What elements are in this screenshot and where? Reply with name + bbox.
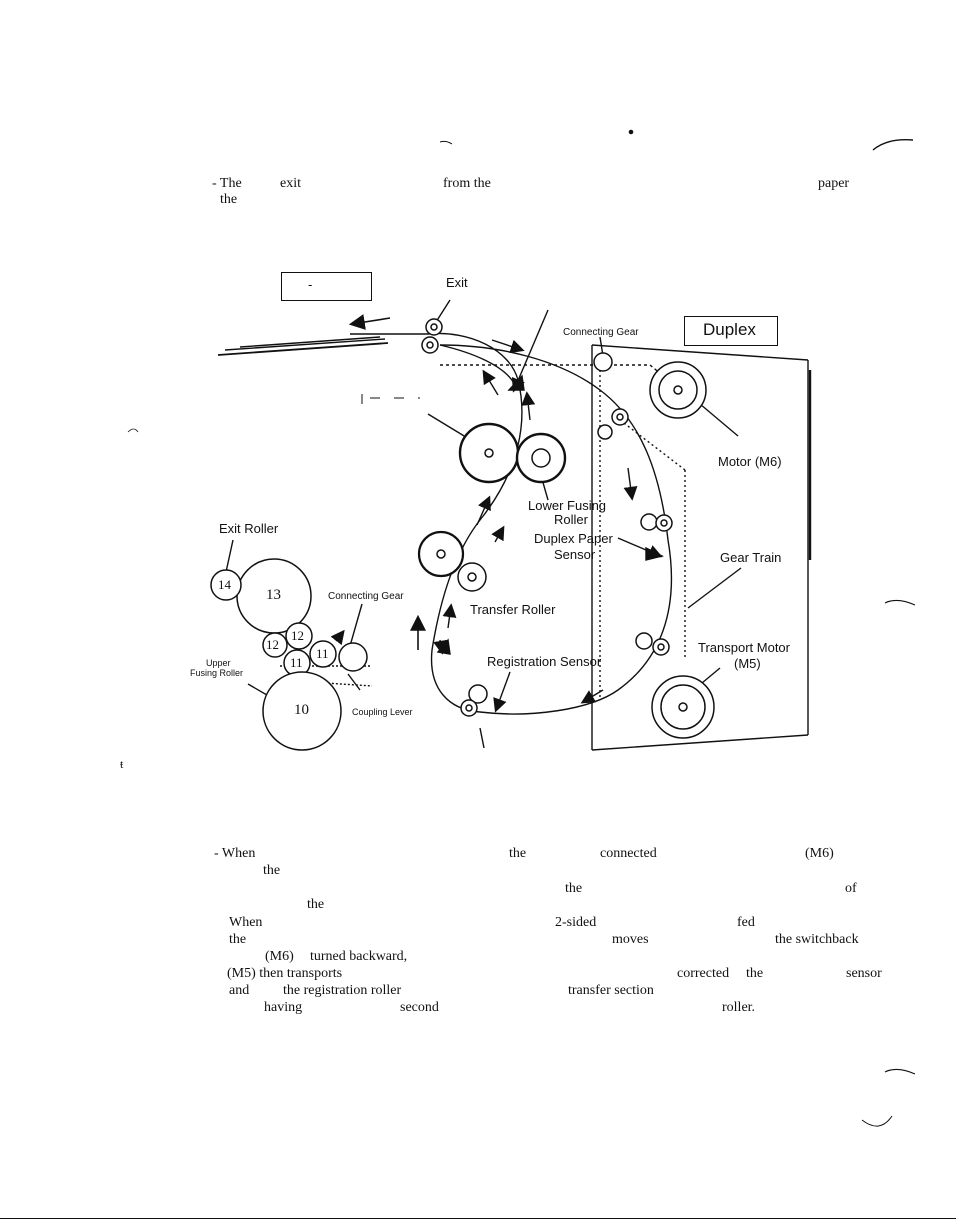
label-registration-sensor: Registration Sensor xyxy=(487,654,602,669)
p2-the-3: the xyxy=(565,881,583,896)
label-transfer-roller: Transfer Roller xyxy=(470,602,556,617)
gear-number-10: 10 xyxy=(294,702,309,718)
p2-the-5: the xyxy=(229,932,247,947)
p2-the-1: the xyxy=(509,846,527,861)
gear-number-14: 14 xyxy=(218,577,231,592)
p1-word-exit: exit xyxy=(280,176,301,191)
p2-second: second xyxy=(400,1000,439,1015)
label-duplex-paper-sensor-1: Duplex Paper xyxy=(534,531,613,546)
gear-number-12a: 12 xyxy=(266,637,279,652)
p2-moves: moves xyxy=(612,932,649,947)
p2-fed: fed xyxy=(737,915,755,930)
label-connecting-gear-left: Connecting Gear xyxy=(328,591,404,602)
label-duplex-paper-sensor-2: Sensor xyxy=(554,547,596,562)
p2-of: of xyxy=(845,881,857,896)
label-exit-roller: Exit Roller xyxy=(219,521,279,536)
label-upper-fusing-roller-1: Upper xyxy=(206,658,231,668)
label-exit: Exit xyxy=(446,275,468,290)
p2-when: - When xyxy=(214,846,256,861)
duplex-box: Duplex xyxy=(684,316,778,346)
blank-box-text: - xyxy=(308,277,313,292)
p1-word-the-2: the xyxy=(220,192,238,207)
gear-number-11a: 11 xyxy=(290,655,303,670)
p2-switchback: the switchback xyxy=(775,932,859,947)
bottom-rule xyxy=(0,1218,956,1219)
p1-word-the: - The xyxy=(212,176,242,191)
p2-and: and xyxy=(229,983,250,998)
p2-registration-roller: the registration roller xyxy=(283,983,402,998)
p2-corrected: corrected xyxy=(677,966,730,981)
p2-connected: connected xyxy=(600,846,657,861)
p2-roller: roller. xyxy=(722,1000,756,1015)
p2-having: having xyxy=(264,1000,303,1015)
p2-when-2: When xyxy=(229,915,263,930)
p2-m6-2: (M6) xyxy=(265,949,294,964)
blank-label-box: - xyxy=(281,272,372,301)
p2-the-6: the xyxy=(746,966,764,981)
p1-word-paper: paper xyxy=(818,176,850,191)
gear-number-12b: 12 xyxy=(291,628,304,643)
label-coupling-lever: Coupling Lever xyxy=(352,707,413,717)
p2-m6: (M6) xyxy=(805,846,834,861)
label-lower-fusing-roller-2: Roller xyxy=(554,512,588,527)
p2-the-2: the xyxy=(263,863,281,878)
label-motor-m6: Motor (M6) xyxy=(718,454,782,469)
label-gear-train: Gear Train xyxy=(720,550,782,565)
p1-word-from-the: from the xyxy=(443,176,491,191)
label-connecting-gear-top: Connecting Gear xyxy=(563,327,639,338)
p2-transfer-section: transfer section xyxy=(568,983,654,998)
label-lower-fusing-roller-1: Lower Fusing xyxy=(528,498,607,513)
label-transport-motor-2: (M5) xyxy=(734,656,761,671)
gear-number-11b: 11 xyxy=(316,646,329,661)
stray-scan-mark: ŧ xyxy=(120,757,124,771)
p2-turned-backward: turned backward, xyxy=(310,949,408,964)
p2-2-sided: 2-sided xyxy=(555,915,597,930)
gear-number-13: 13 xyxy=(266,587,281,603)
duplex-box-label: Duplex xyxy=(703,320,756,339)
label-transport-motor-1: Transport Motor xyxy=(698,640,790,655)
p2-sensor: sensor xyxy=(846,966,882,981)
p2-m5-transports: (M5) then transports xyxy=(227,966,343,981)
label-upper-fusing-roller-2: Fusing Roller xyxy=(190,668,244,678)
p2-the-4: the xyxy=(307,897,325,912)
